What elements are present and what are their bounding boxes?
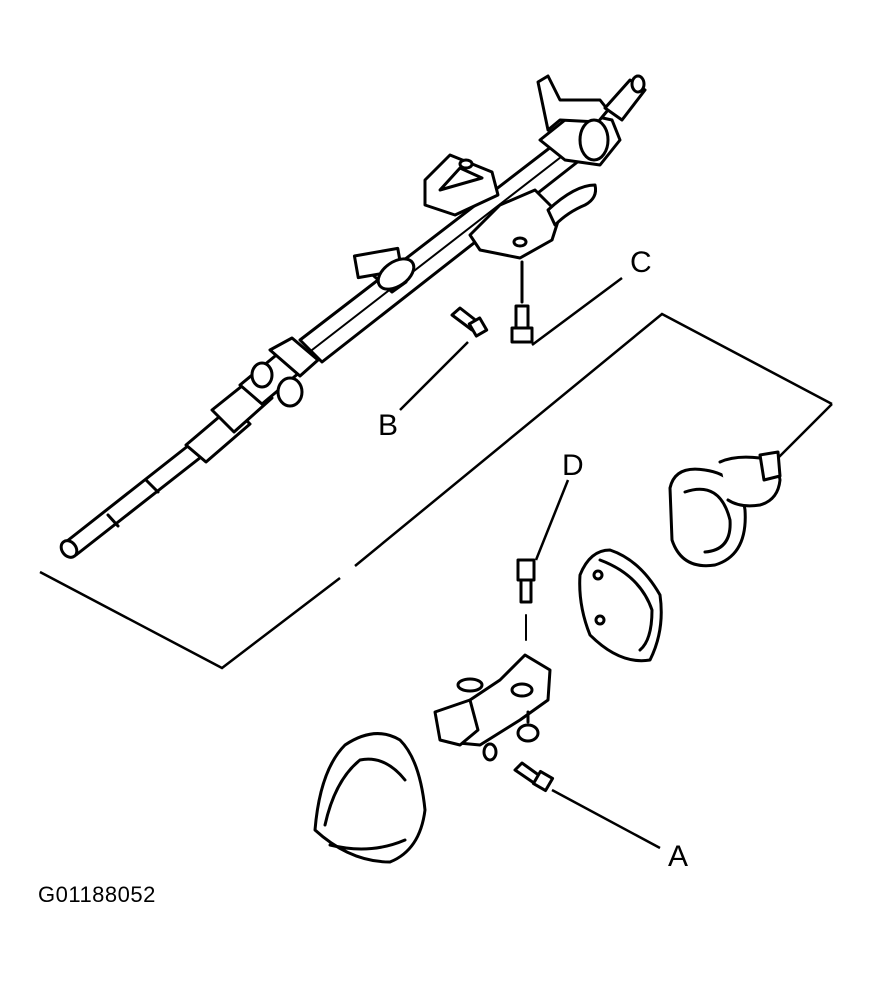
leader-b [399, 341, 469, 411]
figure-id: G01188052 [38, 882, 156, 907]
column-boot [668, 450, 782, 568]
assembly-enclosure-line [39, 312, 833, 670]
leader-a [551, 788, 661, 850]
callout-label-a: A [668, 840, 688, 873]
leader-d [534, 479, 570, 561]
bolt-d [516, 558, 536, 641]
callout-label-d: D [562, 449, 584, 482]
bolt-b [450, 306, 489, 338]
bolt-a [513, 761, 555, 793]
callout-label-b: B [378, 409, 398, 442]
cover-plate [578, 548, 663, 663]
bolt-c [510, 260, 534, 344]
lower-cover [313, 732, 427, 864]
callout-label-c: C [630, 246, 652, 279]
lower-universal-joint [433, 653, 552, 762]
steering-column [59, 74, 647, 559]
leader-c [531, 276, 623, 347]
